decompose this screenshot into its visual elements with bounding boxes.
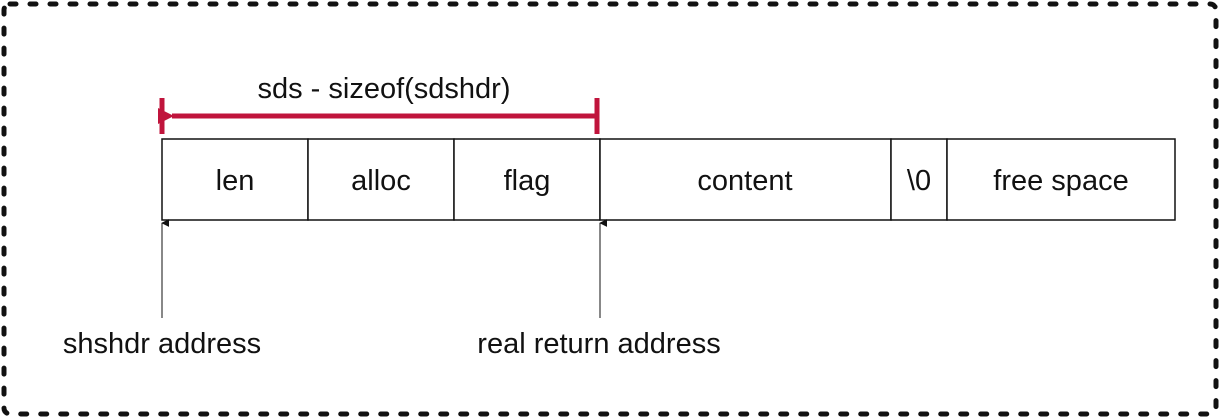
cell-len-label: len [216, 165, 255, 197]
cell-content [599, 138, 892, 221]
cell-null-terminator-label: \0 [907, 165, 931, 197]
cell-free-space-label: free space [993, 165, 1128, 197]
cell-len [161, 138, 309, 221]
range-arrow [158, 98, 600, 134]
cell-alloc-label: alloc [351, 165, 411, 197]
sdshdr-address-label: shshdr address [63, 328, 261, 360]
cell-free-space [946, 138, 1176, 221]
cell-flag [453, 138, 601, 221]
cell-flag-label: flag [504, 165, 551, 197]
range-label: sds - sizeof(sdshdr) [257, 73, 510, 105]
cell-alloc [307, 138, 455, 221]
real-return-address-label: real return address [477, 328, 720, 360]
cell-content-label: content [697, 165, 792, 197]
memory-layout-row: len alloc flag content \0 free space [161, 138, 1176, 221]
